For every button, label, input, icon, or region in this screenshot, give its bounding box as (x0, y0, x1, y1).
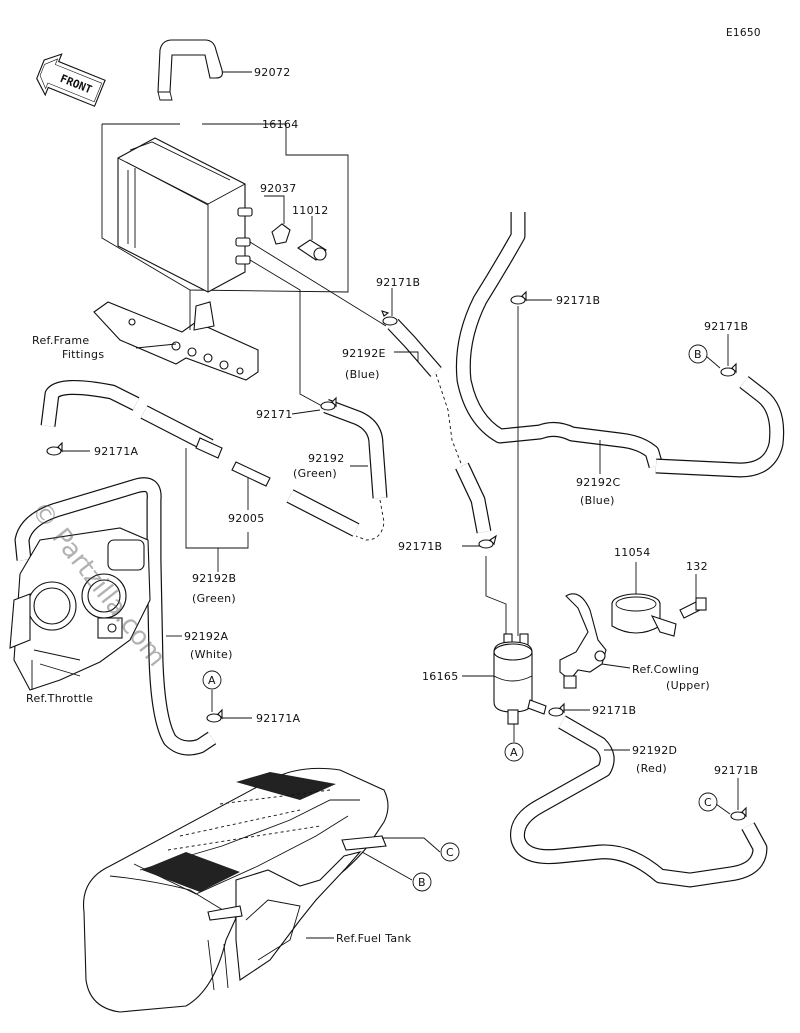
svg-text:C: C (704, 796, 712, 809)
clip-92171 (320, 396, 337, 411)
marker-a-2: A (504, 742, 524, 762)
clip-92171B-1 (381, 310, 398, 326)
dash-92192E (435, 373, 463, 467)
clip-92171B-4 (720, 362, 737, 377)
part-92171A-1: 92171A (94, 445, 138, 458)
throttle-body (9, 527, 151, 691)
part-92192-color: (Green) (293, 467, 337, 480)
ref-cowling-upper-label: (Upper) (666, 679, 710, 692)
joint-92005-upper (195, 437, 223, 459)
line-canister-e (249, 241, 387, 327)
part-92171B-2: 92171B (398, 540, 442, 553)
part-92192E-color: (Blue) (345, 368, 380, 381)
marker-b-1: B (688, 344, 708, 364)
clip-92037 (271, 223, 291, 245)
leader-ref-cowling (601, 663, 631, 669)
band-11054 (611, 593, 677, 637)
frame-fittings-bracket (93, 301, 259, 381)
ref-fuel-tank-label: Ref.Fuel Tank (336, 932, 412, 945)
marker-a-1: A (202, 670, 222, 690)
leader-92192E (394, 351, 419, 362)
fuel-tank (82, 767, 389, 1013)
part-92005: 92005 (228, 512, 265, 525)
leader-marker-c2 (382, 837, 441, 853)
part-92192D-color: (Red) (636, 762, 667, 775)
part-92192B: 92192B (192, 572, 236, 585)
joint-92005 (231, 461, 271, 487)
part-92171: 92171 (256, 408, 293, 421)
leader-ref-frame (135, 343, 177, 349)
line-canister-92192 (249, 259, 323, 407)
bolt-132 (679, 597, 707, 619)
part-92171B-1: 92171B (376, 276, 420, 289)
marker-c-1: C (698, 792, 718, 812)
part-92171B-5: 92171B (592, 704, 636, 717)
marker-b-2: B (412, 872, 432, 892)
dash-92192 (355, 499, 385, 541)
part-92171B-6: 92171B (714, 764, 758, 777)
svg-text:B: B (418, 876, 426, 889)
leader-marker-b1 (705, 355, 721, 369)
part-11054: 11054 (614, 546, 651, 559)
canister-strap (157, 39, 223, 101)
part-92192E: 92192E (342, 347, 386, 360)
part-92192A: 92192A (184, 630, 228, 643)
svg-text:A: A (208, 674, 216, 687)
cowling-bracket (559, 593, 607, 689)
part-92171B-3: 92171B (556, 294, 600, 307)
part-92192B-color: (Green) (192, 592, 236, 605)
part-11012: 11012 (292, 204, 329, 217)
marker-c-2: C (440, 842, 460, 862)
ref-cowling-label: Ref.Cowling (632, 663, 699, 676)
leader-92171 (291, 409, 321, 415)
part-92192: 92192 (308, 452, 345, 465)
clip-92171A-1 (46, 441, 63, 456)
leader-92037 (264, 195, 285, 224)
part-92037: 92037 (260, 182, 297, 195)
part-92192D: 92192D (632, 744, 677, 757)
part-92192C: 92192C (576, 476, 620, 489)
diagram-code: E1650 (726, 27, 761, 39)
svg-text:A: A (510, 746, 518, 759)
bracket-16164 (101, 123, 349, 293)
canister (117, 137, 253, 293)
ref-throttle-label: Ref.Throttle (26, 692, 93, 705)
clip-92171B-2 (478, 534, 497, 549)
line-92171B-filter (485, 556, 507, 636)
part-92171A-2: 92171A (256, 712, 300, 725)
leader-92192B (185, 448, 249, 549)
clip-92171B-5 (548, 702, 565, 717)
part-92072: 92072 (254, 66, 291, 79)
cap-11012 (297, 239, 327, 261)
front-arrow-icon: FRONT (36, 53, 106, 107)
fuel-filter (493, 633, 547, 725)
part-92192C-color: (Blue) (580, 494, 615, 507)
clip-92171B-3 (510, 290, 527, 305)
svg-text:C: C (446, 846, 454, 859)
part-16164: 16164 (262, 118, 299, 131)
ref-frame-label: Ref.Frame (32, 334, 89, 347)
part-132: 132 (686, 560, 708, 573)
svg-text:B: B (694, 348, 702, 361)
ref-frame-fittings-label: Fittings (62, 348, 104, 361)
clip-92171B-6 (730, 806, 747, 821)
leader-marker-c1 (715, 803, 731, 815)
part-92192A-color: (White) (190, 648, 233, 661)
clip-92171A-2 (206, 708, 223, 723)
leader-marker-b2 (361, 851, 413, 881)
part-92171B-4: 92171B (704, 320, 748, 333)
part-16165: 16165 (422, 670, 459, 683)
